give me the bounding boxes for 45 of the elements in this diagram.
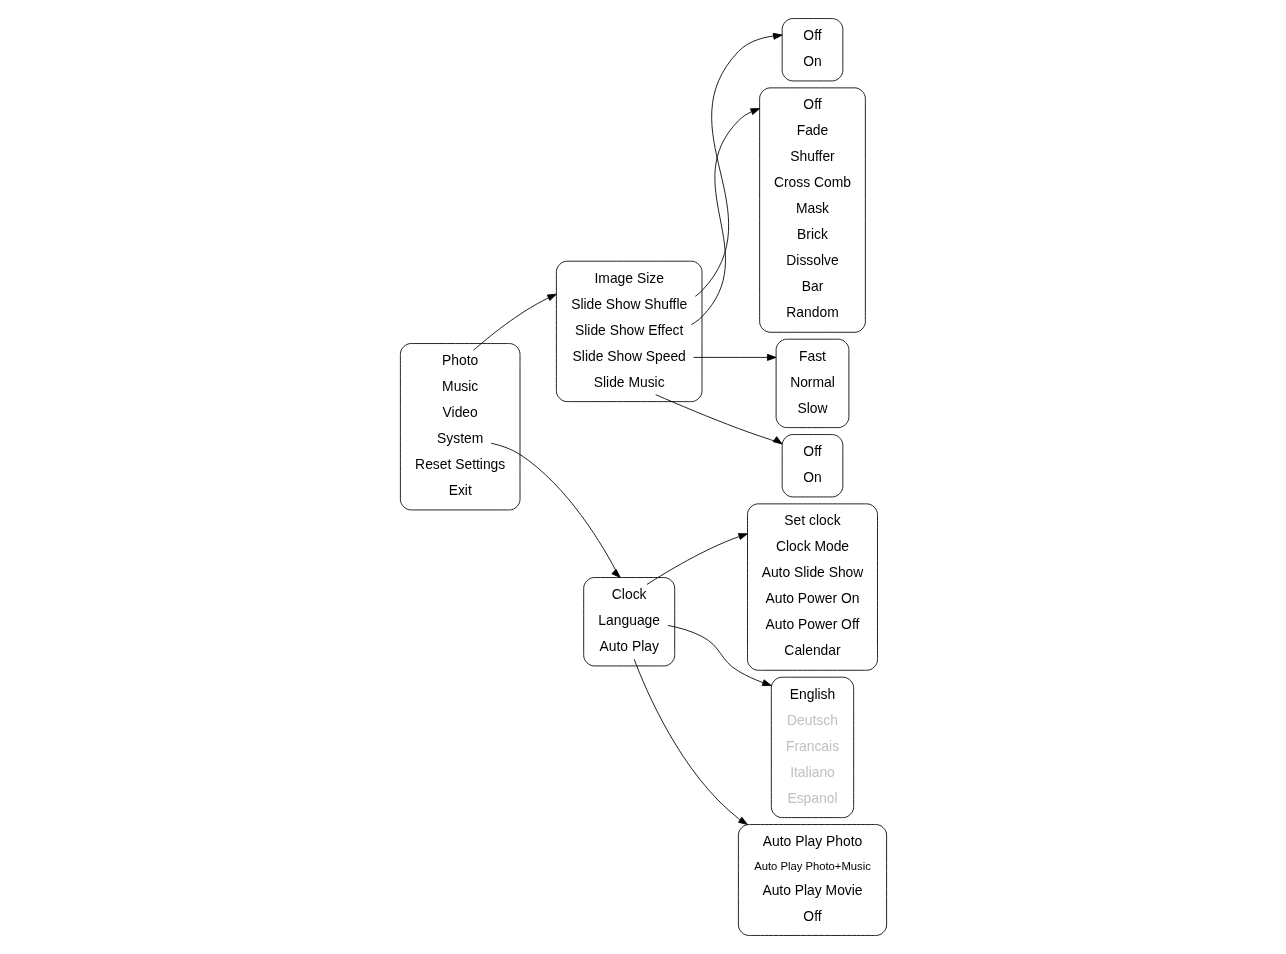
node-text: English <box>789 685 835 702</box>
node-text: Auto Slide Show <box>761 564 863 581</box>
node-text: Slide Music <box>593 373 665 390</box>
node-text: Normal <box>789 373 835 390</box>
node-text: System <box>436 430 483 447</box>
node-text: On <box>802 53 822 70</box>
node-text: Music <box>441 378 478 395</box>
node-text: Slide Show Effect <box>574 321 683 338</box>
node-text: Auto Play Photo+Music <box>753 859 871 872</box>
node-text: Reset Settings <box>414 456 505 473</box>
node-text: Random <box>785 304 839 321</box>
node-text: Cross Comb <box>773 174 851 191</box>
node-text: Francais <box>785 737 839 754</box>
node-text: On <box>802 469 822 486</box>
node-text: Espanol <box>786 789 838 806</box>
node-text: Auto Power On <box>765 590 859 607</box>
node-text: Auto Power Off <box>765 616 859 633</box>
node-text: Off <box>802 907 822 924</box>
node-text: Auto Play <box>599 638 659 655</box>
node-text: Auto Play Movie <box>761 881 863 898</box>
node-text: Bar <box>801 278 823 295</box>
node-text: Brick <box>796 226 828 243</box>
node-text: Shuffer <box>789 148 835 165</box>
node-text: Clock Mode <box>775 538 849 555</box>
node-text: Photo <box>441 352 478 369</box>
node-text: Italiano <box>789 763 835 780</box>
node-text: Fast <box>798 347 826 364</box>
node-text: Dissolve <box>785 252 839 269</box>
node-text: Slide Show Shuffle <box>570 295 687 312</box>
node-text: Set clock <box>783 512 841 529</box>
node-text: Exit <box>448 482 472 499</box>
node-text: Language <box>597 612 660 629</box>
node-text: Deutsch <box>786 711 838 728</box>
node-text: Calendar <box>783 642 841 659</box>
node-text: Auto Play Photo <box>762 833 862 850</box>
node-text: Slow <box>796 399 828 416</box>
node-text: Image Size <box>594 269 664 286</box>
node-text: Off <box>802 96 822 113</box>
node-text: Slide Show Speed <box>572 347 686 364</box>
node-text: Video <box>442 404 478 421</box>
node-text: Clock <box>611 586 647 603</box>
node-text: Off <box>802 27 822 44</box>
node-text: Mask <box>795 200 829 217</box>
node-text: Fade <box>796 122 828 139</box>
node-text: Off <box>802 443 822 460</box>
